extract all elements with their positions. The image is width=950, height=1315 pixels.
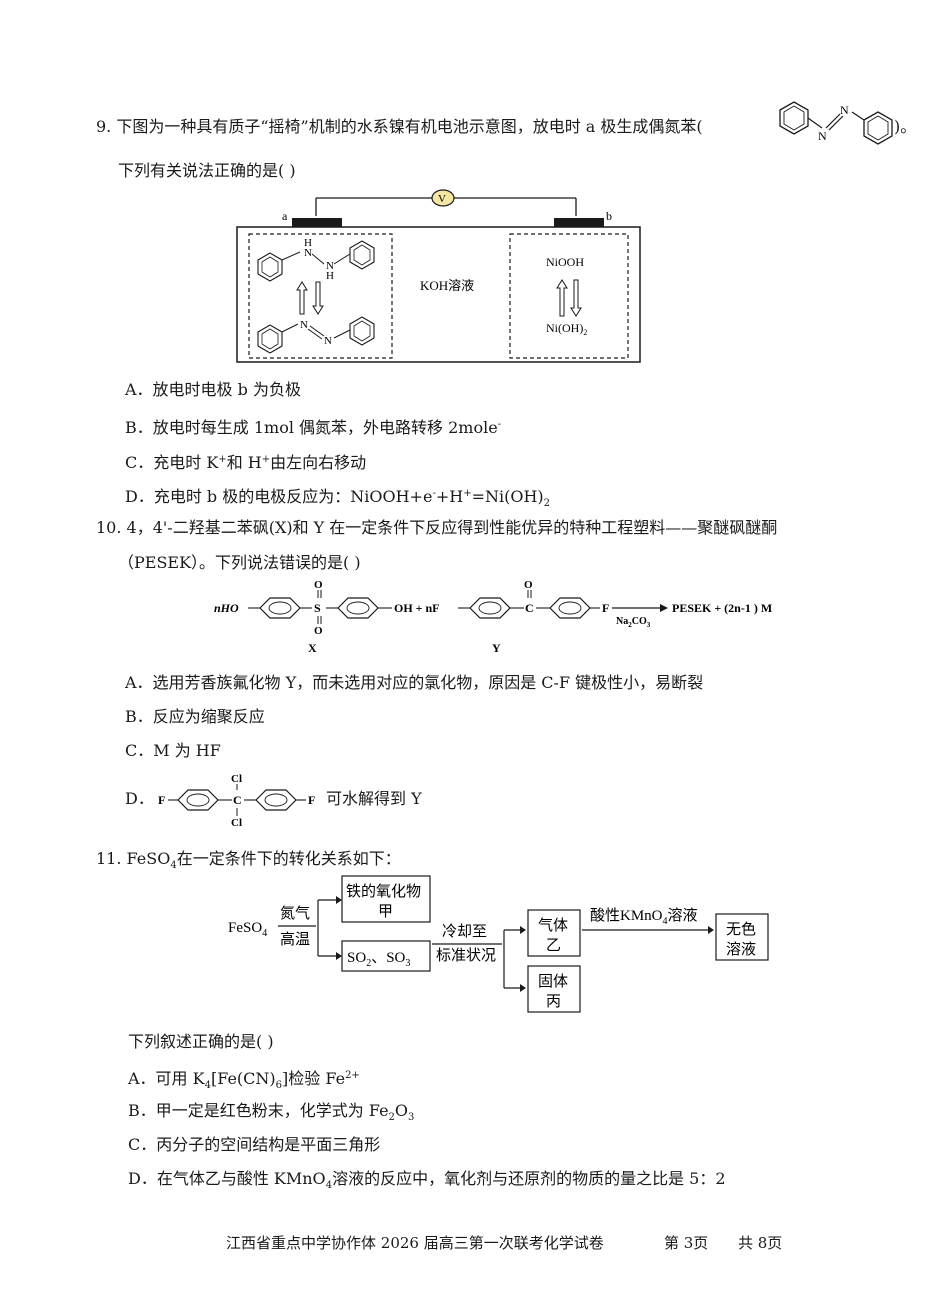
- d-f2: F: [308, 793, 315, 807]
- right-compartment: [509, 233, 629, 359]
- footer-page: 第 3页: [664, 1234, 709, 1252]
- start-feso4: FeSO4: [228, 920, 267, 939]
- q10-option-c: C．M 为 HF: [125, 741, 221, 760]
- reaction-scheme: nHO S O O OH + nF C O F Na2CO3 PESEK + (…: [214, 579, 772, 655]
- q11-option-b: B．甲一定是红色粉末，化学式为 Fe2O3: [128, 1101, 415, 1123]
- q10-option-a: A．选用芳香族氟化物 Y，而未选用对应的氯化物，原因是 C-F 键极性小，易断裂: [125, 673, 704, 692]
- right-up-arrow-icon: [556, 279, 568, 317]
- reaction-arrow-icon: [660, 604, 668, 612]
- hydrazo-h1: H: [304, 237, 312, 249]
- q9-stem-prefix: 9. 下图为一种具有质子“摇椅”机制的水系镍有机电池示意图，放电时 a 极生成偶…: [96, 117, 703, 136]
- reactant-nho: nHO: [214, 601, 239, 615]
- q11-prompt: 下列叙述正确的是( ): [128, 1032, 274, 1051]
- box-jia: [341, 875, 431, 923]
- q10-option-b: B．反应为缩聚反应: [125, 707, 265, 726]
- box-so-text: SO2、SO3: [347, 950, 410, 969]
- azobenzene-structure: N N: [779, 101, 893, 145]
- conversion-diagram: FeSO4 氮气 高温 铁的氧化物 甲 SO2、SO3 冷却至 标准状况 气体 …: [228, 875, 769, 1013]
- azo-n1: N: [300, 319, 308, 331]
- left-up-arrow-icon: [296, 281, 308, 315]
- cond-bottom: 高温: [280, 930, 310, 948]
- product-label: PESEK + (2n-1 ) M: [672, 601, 772, 615]
- sulfone-o-bottom: O: [314, 625, 323, 637]
- box-yi-1: 气体: [538, 916, 568, 934]
- q9-option-b: B．放电时每生成 1mol 偶氮苯，外电路转移 2mole-: [125, 418, 502, 437]
- electrode-a: [292, 218, 342, 227]
- voltmeter-icon: [431, 189, 455, 207]
- cell-container: [236, 226, 641, 363]
- box-bing-2: 丙: [546, 992, 561, 1010]
- q9-option-a: A．放电时电极 b 为负极: [125, 380, 301, 399]
- azo-inline-n1: N: [818, 129, 827, 143]
- ketone-carbon: C: [525, 601, 534, 615]
- left-compartment: [248, 233, 393, 359]
- q9-prompt: 下列有关说法正确的是( ): [118, 161, 296, 180]
- voltmeter-label: V: [438, 193, 446, 205]
- ketone-o: O: [524, 579, 533, 591]
- q9-option-d: D．充电时 b 极的电极反应为：NiOOH+e-+H+=Ni(OH)2: [125, 487, 551, 509]
- electrode-a-label: a: [282, 209, 288, 223]
- kmno4-label: 酸性KMnO4溶液: [590, 907, 698, 927]
- d-f1: F: [158, 793, 165, 807]
- box-bing: [527, 965, 581, 1013]
- q9-stem-suffix: )。: [894, 117, 917, 136]
- q10-option-d-prefix: D．: [125, 789, 154, 808]
- box-yi-2: 乙: [546, 936, 561, 954]
- sulfone-o-top: O: [314, 579, 323, 591]
- box-yi: [527, 909, 581, 957]
- hydrazo-h2: H: [326, 270, 334, 282]
- q11-option-a: A．可用 K4[Fe(CN)6]检验 Fe2+: [128, 1069, 360, 1091]
- label-y: Y: [492, 641, 501, 655]
- battery-diagram: V a b KOH溶液 H N N H N N NiOOH Ni(OH)2: [236, 189, 641, 363]
- cond-top: 氮气: [280, 904, 310, 922]
- box-jia-2: 甲: [378, 902, 393, 920]
- box-so: [341, 940, 431, 972]
- q11-option-c: C．丙分子的空间结构是平面三角形: [128, 1135, 381, 1154]
- hydrazo-n1: N: [304, 247, 312, 259]
- d-carbon: C: [233, 793, 242, 807]
- box-jia-1: 铁的氧化物: [346, 882, 421, 900]
- electrolyte-label: KOH溶液: [420, 278, 474, 293]
- azo-n2: N: [324, 335, 332, 347]
- box-end-1: 无色: [726, 920, 756, 938]
- box-end: [715, 913, 769, 961]
- reactant-f: F: [602, 601, 609, 615]
- d-cl1: Cl: [231, 773, 242, 785]
- box-bing-1: 固体: [538, 972, 568, 990]
- footer-title: 江西省重点中学协作体 2026 届高三第一次联考化学试卷: [226, 1234, 604, 1252]
- nioh2-label: Ni(OH)2: [546, 321, 587, 337]
- q10-stem-line2: （PESEK）。下列说法错误的是( ): [118, 553, 361, 572]
- dichloro-structure: F C Cl Cl F: [158, 773, 315, 829]
- q11-option-d: D．在气体乙与酸性 KMnO4溶液的反应中，氧化剂与还原剂的物质的量之比是 5：…: [128, 1169, 726, 1191]
- sulfur-atom: S: [314, 601, 321, 615]
- footer-total: 共 8页: [738, 1234, 783, 1252]
- cool-1: 冷却至: [442, 922, 487, 940]
- catalyst-label: Na2CO3: [616, 616, 651, 629]
- electrode-b: [554, 218, 604, 227]
- hydrazo-n2: N: [326, 260, 334, 272]
- box-end-2: 溶液: [726, 940, 756, 958]
- left-down-arrow-icon: [312, 281, 324, 315]
- label-x: X: [308, 641, 317, 655]
- reactant-oh-nf: OH + nF: [394, 601, 440, 615]
- q9-stem: 9. 下图为一种具有质子“摇椅”机制的水系镍有机电池示意图，放电时 a 极生成偶…: [96, 117, 703, 137]
- electrode-b-label: b: [606, 209, 612, 223]
- azo-inline-n2: N: [840, 103, 849, 117]
- q9-option-c: C．充电时 K+和 H+由左向右移动: [125, 453, 367, 472]
- q10-option-d-suffix: 可水解得到 Y: [326, 789, 422, 808]
- cool-2: 标准状况: [436, 946, 496, 964]
- q10-stem-line1: 10. 4，4'-二羟基二苯砜(X)和 Y 在一定条件下反应得到性能优异的特种工…: [96, 518, 778, 537]
- niooh-label: NiOOH: [546, 255, 584, 269]
- right-down-arrow-icon: [570, 279, 582, 317]
- q11-stem: 11. FeSO4在一定条件下的转化关系如下：: [96, 849, 401, 871]
- d-cl2: Cl: [231, 817, 242, 829]
